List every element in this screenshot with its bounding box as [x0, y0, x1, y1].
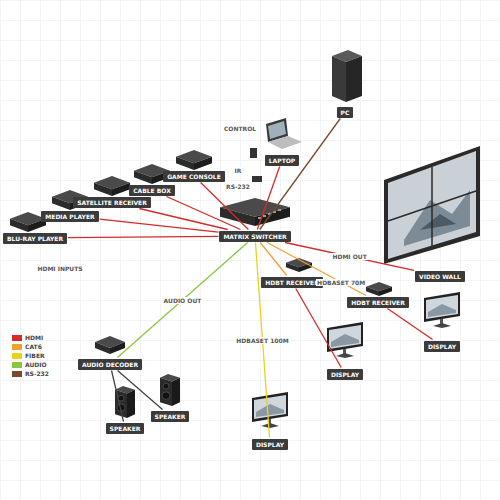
device-label: AUDIO DECODER	[82, 361, 138, 368]
device-label: BLU-RAY PLAYER	[7, 235, 63, 242]
device-label: SPEAKER	[110, 425, 141, 432]
video-wall-drawing	[384, 146, 480, 264]
legend-row: AUDIO	[12, 361, 49, 368]
device-label: HDBT RECEIVER	[265, 279, 319, 286]
legend-swatch	[12, 362, 22, 368]
cable-line	[100, 219, 219, 232]
device-label: SPEAKER	[155, 413, 186, 420]
cable-line	[117, 243, 247, 358]
device-label: CABLE BOX	[133, 187, 171, 194]
device-label: DISPLAY	[331, 371, 359, 378]
cable-line	[167, 197, 241, 230]
legend-text: CAT6	[25, 343, 42, 350]
legend-text: FIBER	[25, 352, 45, 359]
device-tag: SPEAKER	[151, 411, 190, 422]
cable-label: HDBASET 70M	[316, 279, 366, 286]
speaker-drawing	[115, 386, 135, 418]
laptop-drawing	[266, 118, 302, 149]
cable-line	[296, 289, 342, 368]
device-tag: HDBT RECEIVER	[261, 277, 323, 288]
cable-line	[260, 119, 341, 230]
cable-line	[260, 243, 287, 276]
legend-row: HDMI	[12, 334, 49, 341]
cable-line	[139, 209, 227, 230]
audio-device	[95, 336, 125, 354]
legend-swatch	[12, 371, 22, 377]
device-tag: SPEAKER	[106, 423, 145, 434]
device-tag: DISPLAY	[327, 369, 363, 380]
device-tag: CABLE BOX	[129, 185, 175, 196]
device-label: LAPTOP	[269, 157, 295, 164]
cable-line	[285, 243, 414, 271]
legend-text: HDMI	[25, 334, 43, 341]
cable-label: HDMI OUT	[331, 253, 367, 260]
cable-line	[68, 236, 218, 237]
device-tag: PC	[337, 107, 354, 118]
cable-label: HDBASET 100M	[235, 337, 289, 344]
source-device	[94, 176, 130, 196]
legend-row: RS-232	[12, 370, 49, 377]
device-tag: SATELLITE RECEIVER	[73, 197, 151, 208]
receiver-device	[366, 282, 392, 296]
device-tag: HDBT RECEIVER	[347, 297, 409, 308]
legend-row: FIBER	[12, 352, 49, 359]
legend-swatch	[12, 335, 22, 341]
cable-line	[267, 243, 366, 296]
cable-line	[387, 309, 432, 340]
device-tag: BLU-RAY PLAYER	[3, 233, 67, 244]
device-label: DISPLAY	[428, 343, 456, 350]
cable-label: AUDIO OUT	[163, 297, 203, 304]
device-tag: GAME CONSOLE	[163, 171, 225, 182]
legend-row: CAT6	[12, 343, 49, 350]
pc-tower	[332, 50, 362, 102]
display-drawing	[424, 292, 460, 328]
legend-text: RS-232	[25, 370, 49, 377]
device-tag: MEDIA PLAYER	[41, 211, 98, 222]
device-label: MEDIA PLAYER	[45, 213, 94, 220]
cable-line	[201, 183, 249, 230]
legend-swatch	[12, 344, 22, 350]
note-label: RS-232	[225, 183, 251, 190]
legend: HDMI CAT6FIBER AUDIO RS-232	[12, 334, 49, 379]
display-drawing	[252, 392, 288, 428]
device-label: SATELLITE RECEIVER	[77, 199, 147, 206]
source-device	[176, 150, 212, 170]
device-tag: AUDIO DECODER	[78, 359, 142, 370]
device-tag: DISPLAY	[252, 439, 288, 450]
device-label: GAME CONSOLE	[167, 173, 221, 180]
device-tag: MATRIX SWITCHER	[219, 231, 290, 242]
device-tag: DISPLAY	[424, 341, 460, 352]
device-label: DISPLAY	[256, 441, 284, 448]
speaker-drawing	[160, 374, 180, 406]
device-tag: VIDEO WALL	[415, 271, 465, 282]
control-module	[252, 176, 262, 182]
legend-swatch	[12, 353, 22, 359]
device-label: PC	[341, 109, 350, 116]
note-label: IR	[234, 167, 243, 174]
cable-line	[257, 167, 279, 230]
ir-remote	[250, 148, 257, 158]
note-label: CONTROL	[223, 125, 257, 132]
device-label: VIDEO WALL	[419, 273, 461, 280]
device-label: HDBT RECEIVER	[351, 299, 405, 306]
cable-line	[112, 371, 124, 422]
legend-text: AUDIO	[25, 361, 47, 368]
note-label: HDMI INPUTS	[36, 265, 83, 272]
device-tag: LAPTOP	[265, 155, 299, 166]
cable-line	[117, 371, 162, 410]
device-label: MATRIX SWITCHER	[223, 233, 286, 240]
